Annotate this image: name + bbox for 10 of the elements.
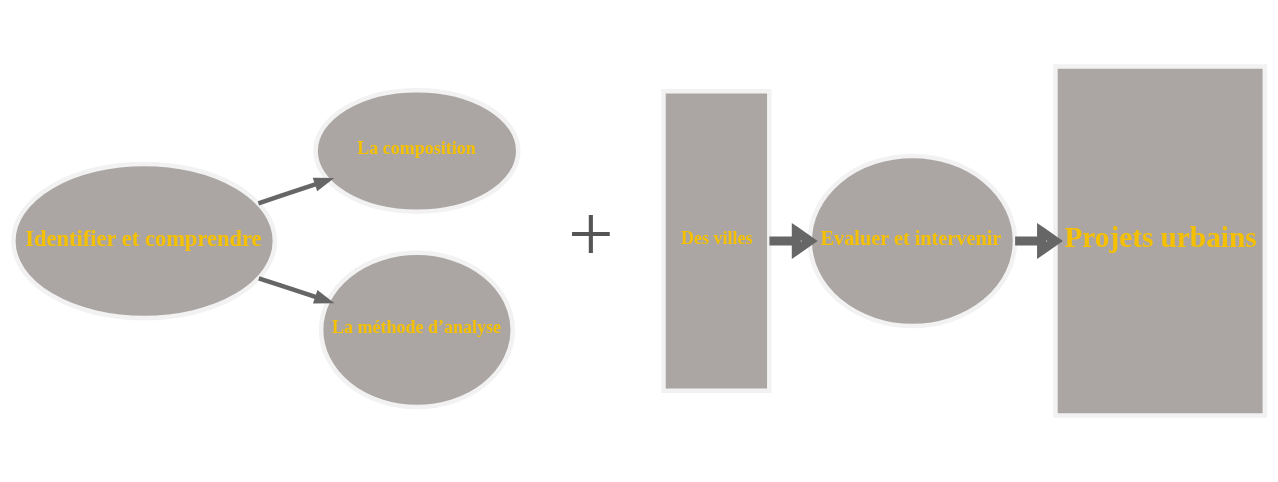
arrow xyxy=(258,276,335,304)
node-box: Des villes xyxy=(661,89,772,393)
node-box: Projets urbains xyxy=(1053,64,1268,418)
arrow xyxy=(257,177,335,206)
label: + xyxy=(568,189,614,280)
arrow xyxy=(1015,222,1063,260)
arrow xyxy=(769,222,818,260)
node-ellipse: Identifier et comprendre xyxy=(11,161,278,321)
node-ellipse: Evaluer et intervenir xyxy=(807,153,1018,329)
node-ellipse: La méthode d’analyse xyxy=(318,250,515,410)
